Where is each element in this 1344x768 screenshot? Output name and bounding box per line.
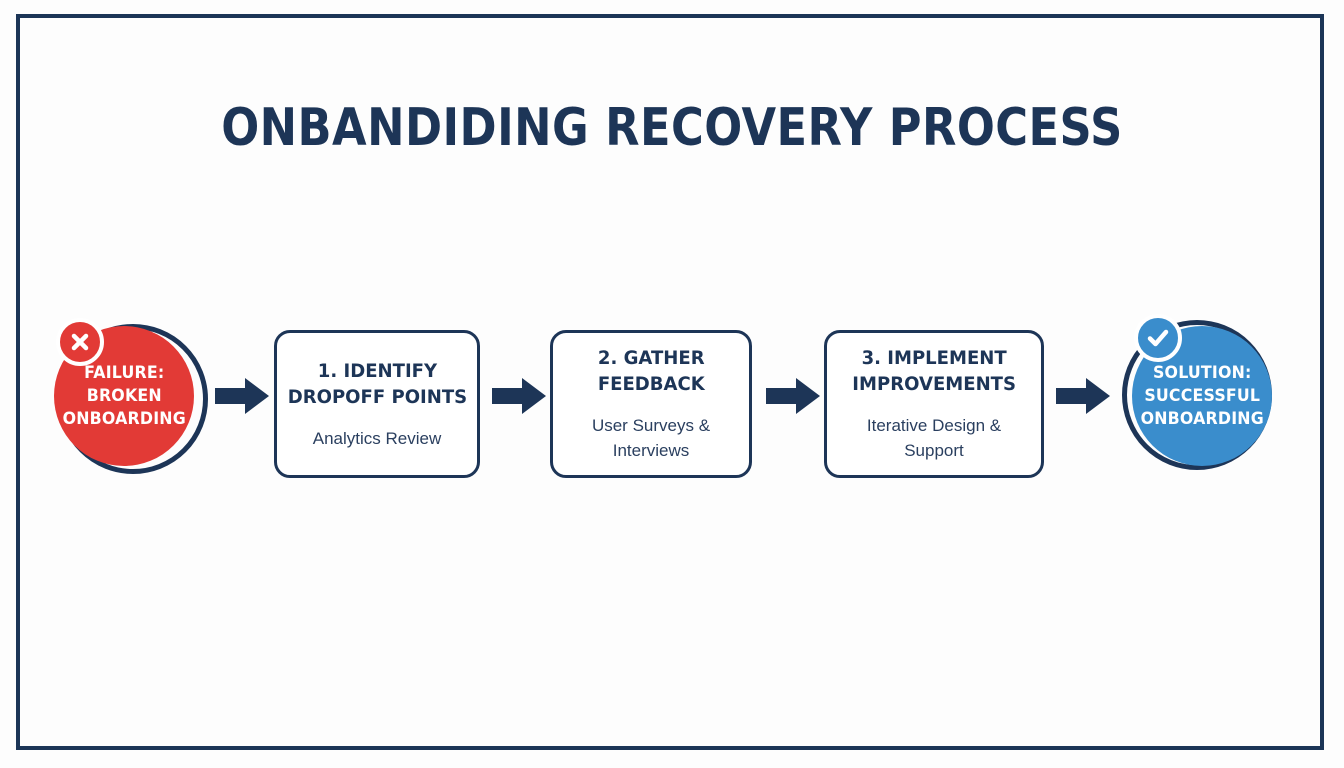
- arrow-failure-to-step1: [215, 378, 269, 414]
- step-box-1-subtitle: Analytics Review: [312, 428, 442, 448]
- step-box-2-subtitle: User Surveys & Interviews: [591, 416, 711, 460]
- arrow-step3-to-solution: [1056, 378, 1110, 414]
- process-flow-diagram: FAILURE: BROKEN ONBOARDING 1. IDENTIFY D…: [0, 300, 1344, 500]
- step-box-3-subtitle: Iterative Design & Support: [866, 416, 1002, 460]
- node-failure-fill: FAILURE: BROKEN ONBOARDING: [54, 326, 194, 466]
- step-box-1[interactable]: 1. IDENTIFY DROPOFF POINTS Analytics Rev…: [274, 330, 480, 478]
- node-solution-fill: SOLUTION: SUCCESSFUL ONBOARDING: [1132, 326, 1272, 466]
- step-box-3[interactable]: 3. IMPLEMENT IMPROVEMENTS Iterative Desi…: [824, 330, 1044, 478]
- slide-border-frame: [16, 14, 1324, 750]
- node-solution-label: SOLUTION: SUCCESSFUL ONBOARDING: [1140, 362, 1264, 429]
- arrow-step2-to-step3: [766, 378, 820, 414]
- step-box-1-title: 1. IDENTIFY DROPOFF POINTS: [287, 359, 467, 408]
- x-mark-icon: [56, 318, 104, 366]
- node-solution[interactable]: SOLUTION: SUCCESSFUL ONBOARDING: [1120, 314, 1280, 474]
- step-box-3-title: 3. IMPLEMENT IMPROVEMENTS: [852, 347, 1016, 395]
- step-box-2-title: 2. GATHER FEEDBACK: [597, 347, 705, 395]
- arrow-step1-to-step2: [492, 378, 546, 414]
- node-failure-label: FAILURE: BROKEN ONBOARDING: [62, 362, 186, 429]
- step-box-2[interactable]: 2. GATHER FEEDBACK User Surveys & Interv…: [550, 330, 752, 478]
- page-title: ONBANDIDING RECOVERY PROCESS: [221, 98, 1123, 158]
- check-mark-icon: [1134, 314, 1182, 362]
- node-failure[interactable]: FAILURE: BROKEN ONBOARDING: [50, 314, 210, 474]
